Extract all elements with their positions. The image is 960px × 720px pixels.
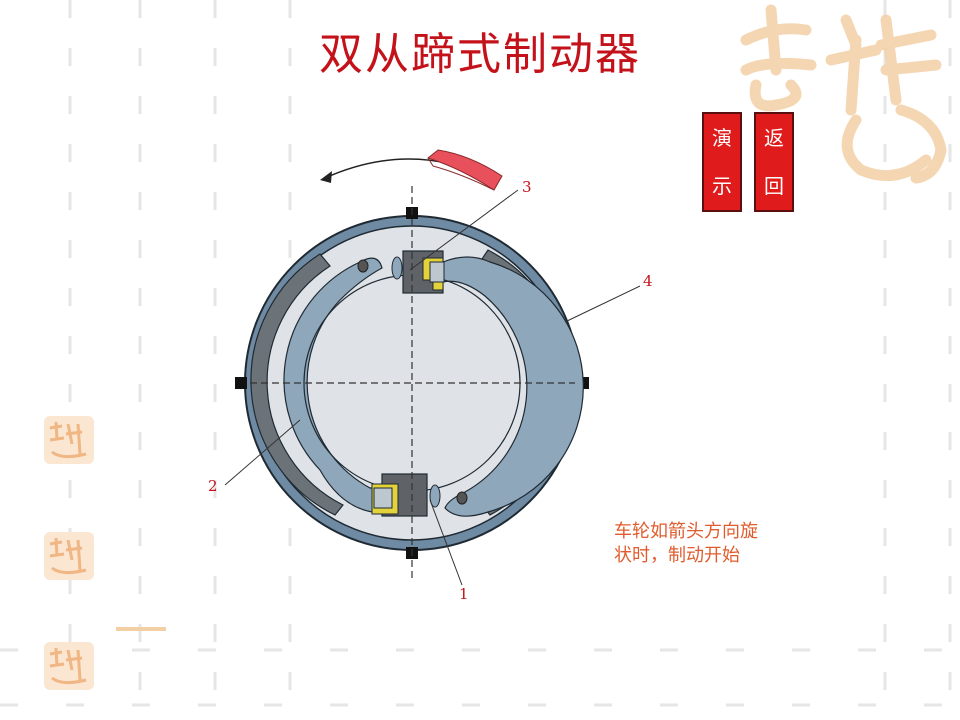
back-button-label-2: 回	[764, 174, 784, 198]
seal-icon	[44, 416, 94, 464]
brake-pad-icon	[426, 149, 503, 191]
caption-line-1: 车轮如箭头方向旋	[614, 521, 758, 542]
rotation-arrow-head	[320, 171, 332, 183]
label-2: 2	[208, 477, 218, 495]
right-shoe	[442, 256, 584, 517]
page-title: 双从蹄式制动器	[319, 29, 641, 80]
caption-line-2: 状时，制动开始	[614, 545, 740, 566]
label-1: 1	[459, 585, 469, 603]
back-button-label-1: 返	[764, 126, 784, 150]
left-lining	[250, 253, 344, 516]
demo-button[interactable]: 演 示	[702, 112, 742, 212]
demo-button-label-2: 示	[712, 174, 732, 198]
decorative-dash	[116, 627, 166, 631]
demo-button-label-1: 演	[712, 126, 732, 150]
left-shoe	[283, 257, 399, 514]
decorative-logo-icon	[740, 4, 947, 184]
bottom-wheel-cylinder	[371, 473, 441, 517]
top-wheel-cylinder	[391, 250, 445, 294]
label-3: 3	[522, 178, 532, 196]
back-button[interactable]: 返 回	[754, 112, 794, 212]
seal-icon	[44, 532, 94, 580]
seal-icon	[44, 642, 94, 690]
label-4: 4	[643, 272, 653, 290]
caption-text: 车轮如箭头方向旋 状时，制动开始	[614, 520, 814, 568]
